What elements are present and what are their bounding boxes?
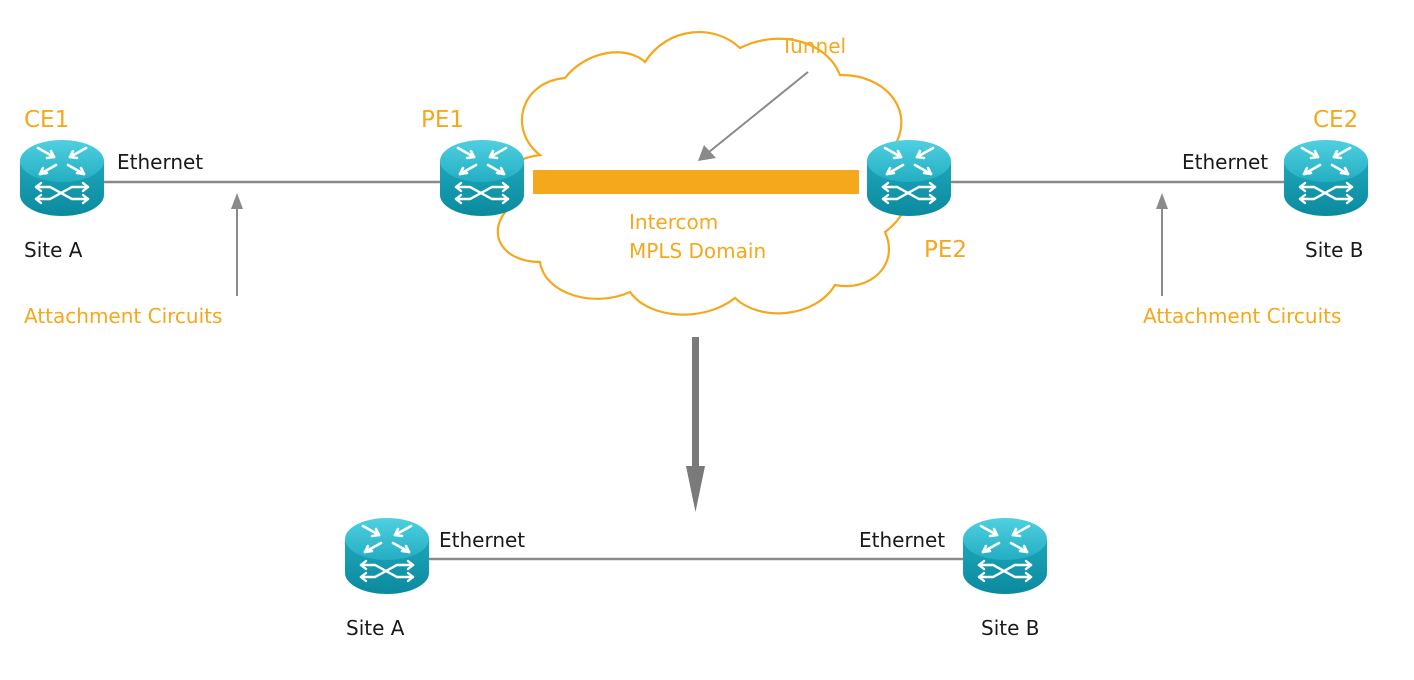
attachment-arrow-right-icon	[1156, 193, 1168, 296]
router-icon-ce2	[1282, 138, 1370, 218]
ce1-label: CE1	[24, 107, 69, 133]
ethernet-label-bottom-left: Ethernet	[439, 528, 525, 552]
site-b-label-bottom: Site B	[981, 616, 1039, 640]
ce2-label: CE2	[1313, 107, 1358, 133]
ethernet-label-top-left: Ethernet	[117, 150, 203, 174]
pe1-label: PE1	[421, 107, 464, 133]
domain-label-line1: Intercom	[629, 210, 718, 234]
down-arrow-icon	[686, 337, 705, 512]
attachment-arrow-left-icon	[231, 193, 243, 296]
tunnel-label: Tunnel	[780, 34, 846, 58]
site-b-label-top: Site B	[1305, 238, 1363, 262]
router-icon-bottom-site-a	[343, 516, 431, 596]
site-a-label-top: Site A	[24, 238, 83, 262]
domain-label-line2: MPLS Domain	[629, 239, 766, 263]
ethernet-label-top-right: Ethernet	[1182, 150, 1268, 174]
tunnel-pointer-arrow	[698, 71, 809, 161]
attachment-circuits-label-left: Attachment Circuits	[24, 304, 222, 328]
ethernet-label-bottom-right: Ethernet	[859, 528, 945, 552]
router-icon-ce1	[18, 138, 106, 218]
router-icon-pe1	[438, 138, 526, 218]
router-icon-bottom-site-b	[961, 516, 1049, 596]
tunnel-bar	[533, 170, 859, 194]
pe2-label: PE2	[924, 237, 967, 263]
attachment-circuits-label-right: Attachment Circuits	[1143, 304, 1341, 328]
router-icon-pe2	[865, 138, 953, 218]
site-a-label-bottom: Site A	[346, 616, 405, 640]
